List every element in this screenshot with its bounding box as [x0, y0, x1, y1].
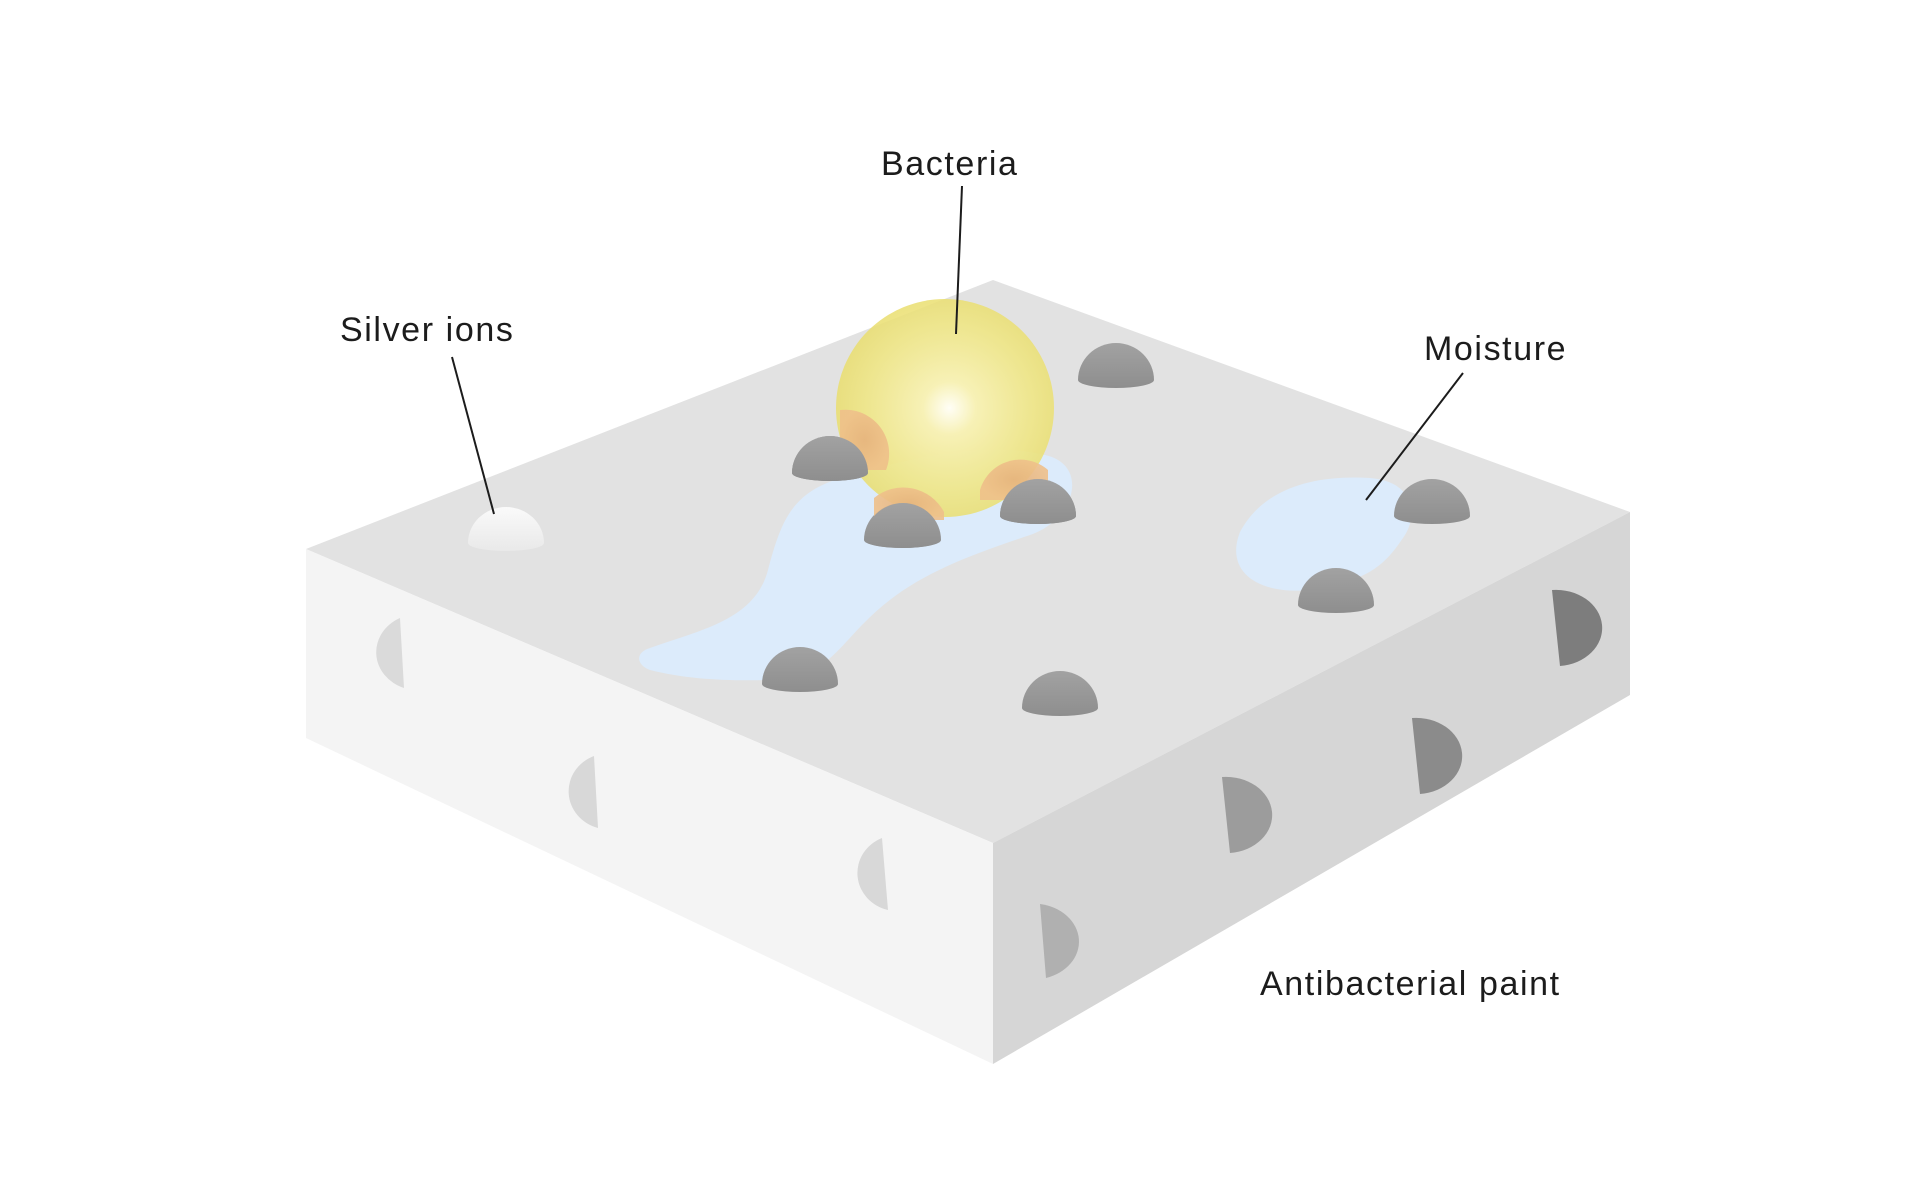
antibacterial-paint-label: Antibacterial paint	[1260, 965, 1561, 1003]
moisture-puddle-right	[1236, 477, 1412, 591]
bacteria-label: Bacteria	[881, 145, 1019, 183]
silver-ion	[1022, 671, 1098, 716]
silver-ion-side	[568, 756, 598, 828]
silver-ions-label: Silver ions	[340, 311, 514, 349]
silver-ion	[865, 503, 941, 548]
paint-block	[306, 280, 1630, 1064]
bacteria-cell	[836, 299, 1054, 517]
silver-ion-side	[1412, 717, 1463, 794]
silver-ion	[762, 647, 838, 692]
silver-ion-side	[1552, 589, 1603, 666]
block-left-face	[306, 549, 993, 1064]
silver-ion	[1394, 479, 1470, 524]
bacteria-leader-line	[955, 185, 963, 335]
block-top-face	[306, 280, 1630, 843]
silver-ion	[1078, 343, 1154, 388]
block-right-face	[993, 512, 1630, 1064]
silver-ions-leader-line	[451, 356, 495, 515]
silver-ion-side	[376, 618, 404, 688]
silver-ion-side	[857, 838, 888, 910]
moisture-label: Moisture	[1424, 330, 1567, 368]
bacteria	[792, 299, 1076, 548]
silver-ion-side	[1040, 904, 1079, 978]
silver-ion	[792, 436, 868, 481]
moisture-leader-line	[1365, 372, 1464, 501]
silver-ion	[1000, 479, 1076, 524]
leader-lines	[451, 185, 1464, 515]
silver-ions-left-face	[376, 618, 888, 910]
silver-ion-side	[1222, 776, 1273, 853]
silver-ions-right-face	[1040, 589, 1603, 978]
silver-ion-highlighted	[468, 507, 544, 551]
silver-ion	[1298, 568, 1374, 613]
